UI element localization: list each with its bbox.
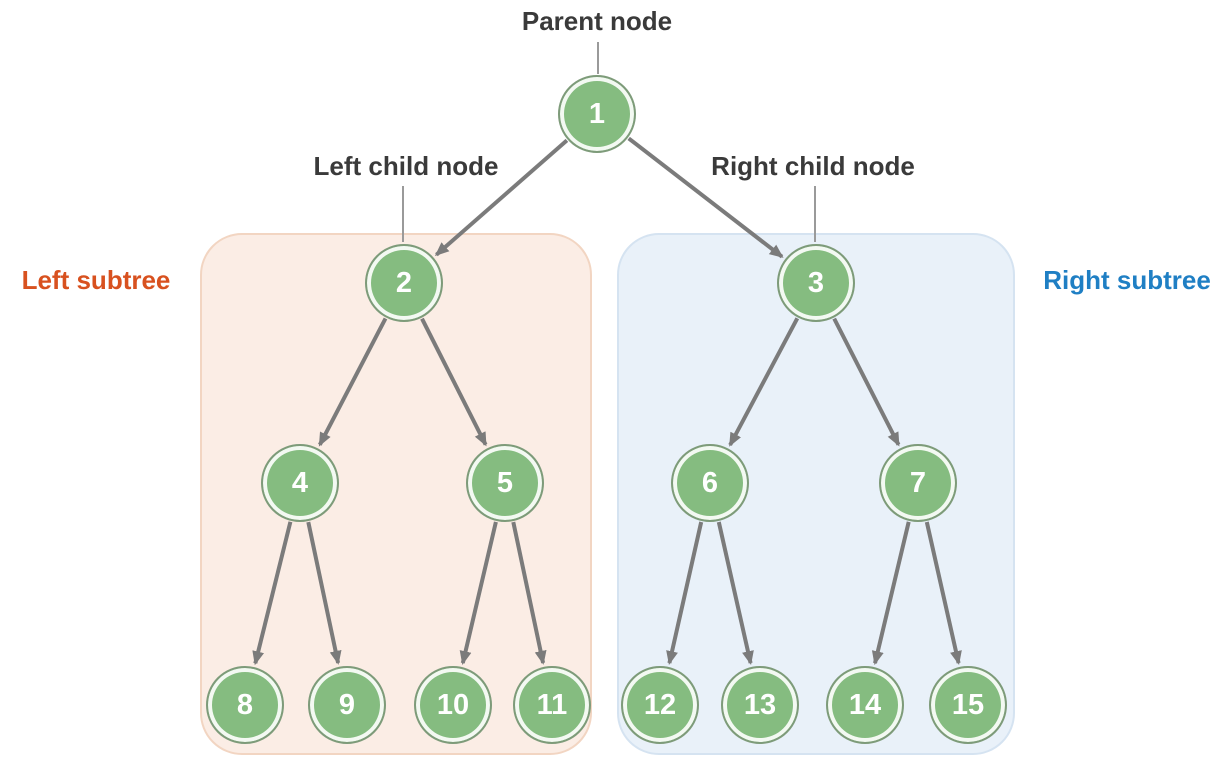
tree-node-3: 3: [777, 244, 855, 322]
tree-node-value: 9: [338, 688, 356, 721]
left-subtree-label: Left subtree: [21, 265, 171, 295]
tree-node-8: 8: [206, 666, 284, 744]
edge-2-4: [318, 317, 388, 447]
tree-node-9: 9: [308, 666, 386, 744]
tree-node-4: 4: [261, 444, 339, 522]
edge-5-11: [511, 521, 547, 665]
tree-node-14: 14: [826, 666, 904, 744]
edge-6-13: [716, 521, 754, 666]
tree-node-value: 13: [743, 688, 777, 721]
tree-node-value: 1: [588, 97, 606, 130]
left-child-node-label: Left child node: [313, 151, 499, 181]
tree-node-value: 6: [701, 466, 719, 499]
tree-node-2: 2: [365, 244, 443, 322]
tree-node-value: 7: [909, 466, 927, 499]
tree-node-value: 12: [643, 688, 677, 721]
tree-node-value: 5: [496, 466, 514, 499]
edge-1-2: [434, 138, 569, 257]
tree-node-value: 10: [436, 688, 470, 721]
tree-node-11: 11: [513, 666, 591, 744]
tree-node-6: 6: [671, 444, 749, 522]
tree-node-value: 15: [951, 688, 985, 721]
tree-node-12: 12: [621, 666, 699, 744]
tree-node-5: 5: [466, 444, 544, 522]
right-subtree-label: Right subtree: [1043, 265, 1211, 295]
tree-node-value: 2: [395, 266, 413, 299]
tree-node-7: 7: [879, 444, 957, 522]
edge-7-15: [924, 521, 962, 666]
edge-3-7: [832, 317, 901, 447]
edge-4-8: [252, 521, 293, 666]
tree-node-value: 3: [807, 266, 825, 299]
tree-node-10: 10: [414, 666, 492, 744]
parent-node-label: Parent node: [521, 6, 673, 36]
edge-6-12: [666, 521, 704, 666]
right-child-node-label: Right child node: [711, 151, 915, 181]
edge-4-9: [306, 521, 342, 665]
tree-node-value: 8: [236, 688, 254, 721]
tree-node-1: 1: [558, 75, 636, 153]
tree-node-value: 14: [848, 688, 882, 721]
edge-1-3: [627, 136, 784, 259]
edge-2-5: [420, 317, 488, 447]
edge-5-10: [459, 521, 498, 666]
edge-3-6: [728, 317, 800, 447]
tree-node-value: 4: [291, 466, 309, 499]
edge-7-14: [871, 521, 911, 666]
tree-node-15: 15: [929, 666, 1007, 744]
tree-node-13: 13: [721, 666, 799, 744]
tree-node-value: 11: [536, 688, 568, 721]
